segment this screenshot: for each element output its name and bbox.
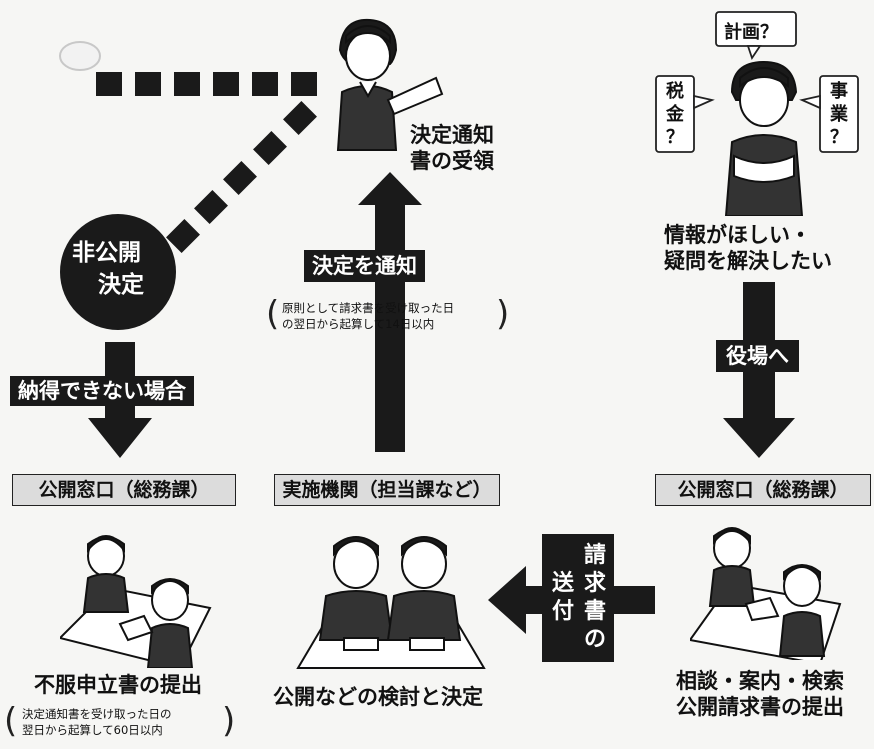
send-char-1: 請	[583, 543, 606, 568]
bubble-plan: 計画？	[724, 22, 778, 43]
received-label-line2: 書の受領	[410, 149, 494, 173]
bubble-tax-char-1: 税	[666, 81, 684, 102]
recipient-person-icon	[336, 18, 444, 151]
agency-box: 実施機関（担当課など）	[274, 474, 500, 506]
nondisclosure-line1: 非公開	[72, 240, 141, 266]
objection-note-line2: 翌日から起算して60日以内	[22, 723, 163, 737]
bubble-tax-char-2: 金	[666, 104, 684, 125]
objection-people-icon	[60, 535, 212, 668]
wish-line1: 情報がほしい・	[664, 223, 811, 247]
consult-line2: 公開請求書の提出	[676, 695, 844, 719]
wish-line2: 疑問を解決したい	[664, 249, 832, 273]
consult-line1: 相談・案内・検索	[676, 669, 844, 693]
bubble-tax: 税 金 ？	[664, 80, 686, 149]
objection-note-open-paren: (	[4, 701, 18, 741]
consult-people-icon	[690, 527, 842, 660]
notify-note-line2: の翌日から起算して14日以内	[282, 317, 435, 331]
notify-note-open-paren: (	[266, 294, 280, 334]
send-label-col2: 送 付	[550, 570, 576, 626]
send-char-3: 書	[583, 599, 606, 624]
office-label: 役場へ	[716, 340, 799, 372]
send-char-5: 送	[551, 571, 574, 596]
send-char-2: 求	[583, 571, 606, 596]
objection-note-line1: 決定通知書を受け取った日の	[22, 707, 172, 721]
send-label: 請 求 書 の 送 付	[542, 534, 614, 662]
review-label: 公開などの検討と決定	[273, 685, 483, 709]
send-char-4: の	[583, 627, 606, 652]
send-label-col1: 請 求 書 の	[582, 542, 608, 654]
send-char-6: 付	[551, 599, 574, 624]
thinking-person-icon	[724, 60, 804, 216]
left-window-box: 公開窓口（総務課）	[12, 474, 236, 506]
bubble-project-char-2: 業	[830, 104, 848, 125]
notify-label: 決定を通知	[304, 250, 425, 282]
objection-label: 不服申立書の提出	[34, 673, 202, 697]
bubble-tax-char-3: ？	[666, 127, 684, 148]
bubble-project-char-1: 事	[830, 81, 848, 102]
bubble-project-char-3: ？	[830, 127, 848, 148]
review-people-icon	[296, 536, 486, 669]
right-window-box: 公開窓口（総務課）	[655, 474, 871, 506]
bubble-project: 事 業 ？	[828, 80, 850, 149]
unsatisfied-label: 納得できない場合	[10, 376, 194, 406]
received-label-line1: 決定通知	[410, 123, 494, 147]
objection-note-close-paren: )	[222, 701, 236, 741]
notify-note-line1: 原則として請求書を受け取った日	[282, 301, 455, 315]
notify-note-close-paren: )	[496, 294, 510, 334]
nondisclosure-line2: 決定	[98, 272, 144, 298]
